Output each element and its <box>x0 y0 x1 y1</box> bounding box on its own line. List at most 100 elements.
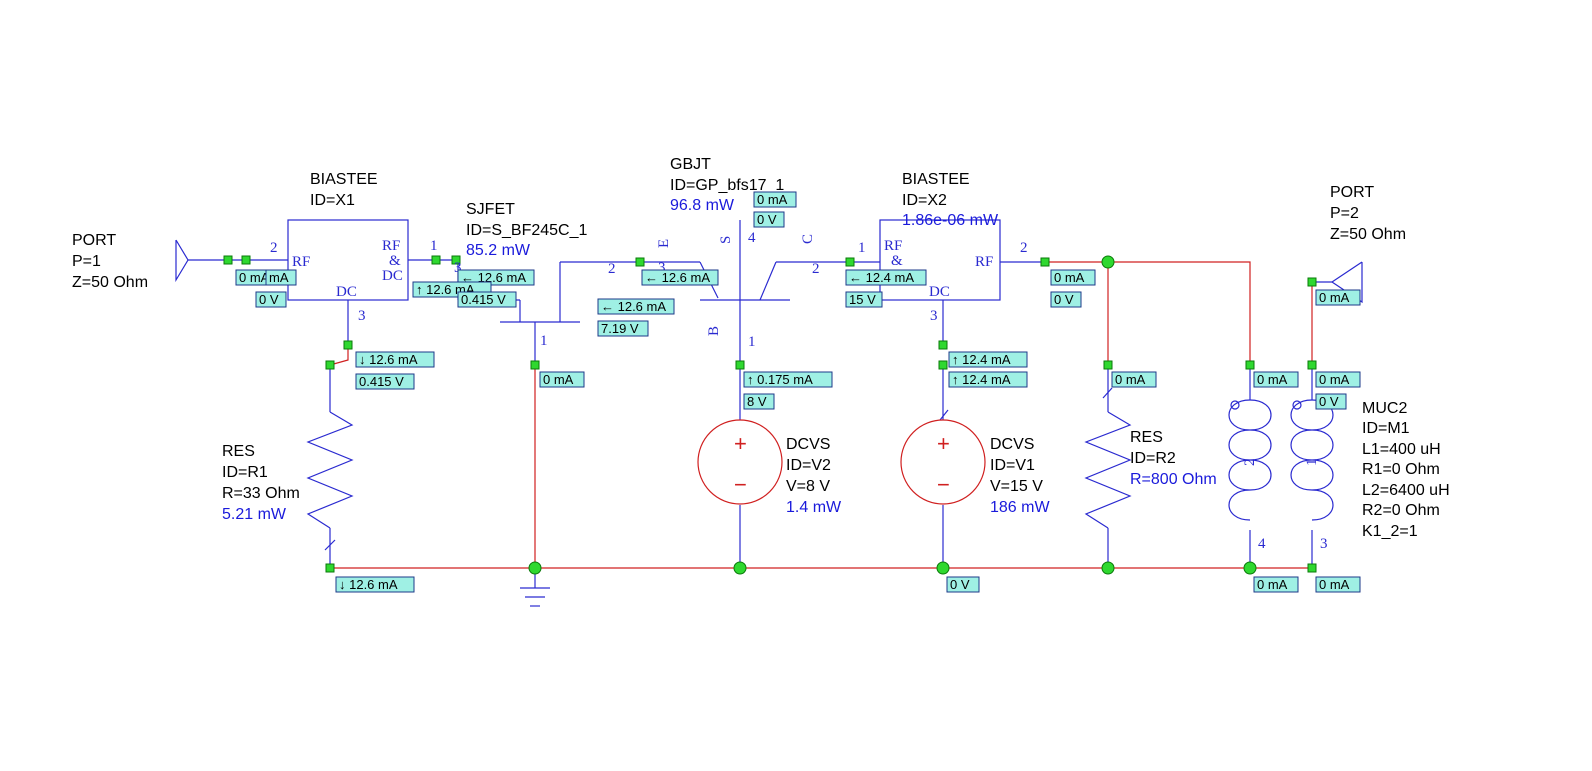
annotation-tag-text: ← 12.6 mA <box>461 270 526 285</box>
sjfet-label[interactable]: SJFET ID=S_BF245C_1 85.2 mW <box>466 201 588 259</box>
svg-text:RES: RES <box>222 443 255 460</box>
dcvs-v1-plus: + <box>937 431 950 456</box>
annotation-tag-bt2-dc-i2[interactable]: ↑ 12.4 mA <box>948 371 1028 388</box>
svg-text:5.21 mW: 5.21 mW <box>222 506 287 523</box>
annotation-tag-bt1-dc-i[interactable]: ↓ 12.6 mA <box>355 351 435 368</box>
svg-text:Z=50 Ohm: Z=50 Ohm <box>72 274 148 291</box>
port1-label[interactable]: PORT P=1 Z=50 Ohm <box>72 232 148 291</box>
svg-text:L1=400 uH: L1=400 uH <box>1362 441 1441 458</box>
dcvs-v1-minus: − <box>937 472 950 497</box>
annotation-tag-p2-i[interactable]: 0 mA <box>1315 289 1361 306</box>
svg-text:DCVS: DCVS <box>990 436 1034 453</box>
svg-text:K1_2=1: K1_2=1 <box>1362 523 1418 540</box>
svg-text:85.2 mW: 85.2 mW <box>466 242 531 259</box>
svg-text:ID=V1: ID=V1 <box>990 457 1035 474</box>
svg-text:PORT: PORT <box>1330 184 1374 201</box>
svg-text:R2=0 Ohm: R2=0 Ohm <box>1362 502 1440 519</box>
annotation-tag-box <box>1253 576 1299 593</box>
annotation-tag-bt1-rf-i[interactable]: ← 12.6 mA <box>457 269 535 286</box>
annotation-tag-bjt-b-v[interactable]: 8 V <box>743 393 775 410</box>
annotation-tag-text: 0 mA <box>1319 372 1350 387</box>
annotation-tag-text: 7.19 V <box>601 321 639 336</box>
annotation-tag-box <box>1253 371 1299 388</box>
inductor-coils-symbol <box>1228 399 1334 521</box>
annotation-tag-text: 0 mA <box>1115 372 1146 387</box>
annotation-tag-text: 0 mA <box>1319 290 1350 305</box>
bt2-pin-2: 2 <box>1020 240 1028 256</box>
annotation-tag-text: 0 V <box>1054 292 1074 307</box>
svg-text:BIASTEE: BIASTEE <box>310 171 378 188</box>
bt1-pin-rfdc2: & <box>389 253 401 269</box>
dcvs-v2-plus: + <box>734 431 747 456</box>
annotation-tag-box <box>753 211 785 228</box>
annotation-tag-text: ↓ 12.6 mA <box>359 352 418 367</box>
annotation-tag-text: ← 12.4 mA <box>849 270 914 285</box>
annotation-tag-text: 0 V <box>1319 394 1339 409</box>
annotation-tag-box <box>1315 371 1361 388</box>
annotation-tag-bjt-b-i[interactable]: ↑ 0.175 mA <box>743 371 833 388</box>
svg-text:ID=GP_bfs17_1: ID=GP_bfs17_1 <box>670 177 784 194</box>
annotation-tag-box <box>1050 269 1096 286</box>
bjt-pin-3: 3 <box>658 260 666 276</box>
annotation-tag-r2-i[interactable]: 0 mA <box>1111 371 1157 388</box>
blue-wires <box>175 219 1363 607</box>
annotation-tag-m-2-i[interactable]: 0 mA <box>1253 371 1299 388</box>
annotation-tag-box <box>1315 289 1361 306</box>
dcvs2-label[interactable]: DCVS ID=V2 V=8 V 1.4 mW <box>786 436 842 516</box>
annotation-tag-bt2-dc-i[interactable]: ↑ 12.4 mA <box>948 351 1028 368</box>
annotation-tag-jfet-g[interactable]: 0 mA <box>539 371 585 388</box>
bt2-pin-rfdc2: & <box>891 253 903 269</box>
res1-label[interactable]: RES ID=R1 R=33 Ohm 5.21 mW <box>222 443 300 523</box>
res2-label[interactable]: RES ID=R2 R=800 Ohm <box>1130 429 1217 488</box>
muc2-label[interactable]: MUC2 ID=M1 L1=400 uH R1=0 Ohm L2=6400 uH… <box>1362 400 1450 540</box>
annotation-tag-box <box>753 191 797 208</box>
svg-text:DCVS: DCVS <box>786 436 830 453</box>
gbjt-label[interactable]: GBJT ID=GP_bfs17_1 96.8 mW <box>670 156 784 214</box>
annotation-tag-box <box>457 269 535 286</box>
svg-text:PORT: PORT <box>72 232 116 249</box>
annotation-tag-bjt-c-v[interactable]: 15 V <box>845 291 883 308</box>
bjt-pin-b: B <box>706 326 722 336</box>
annotation-tag-m-1-i[interactable]: 0 mA <box>1315 371 1361 388</box>
annotation-tag-box <box>845 291 883 308</box>
annotation-tag-bjt-s-i[interactable]: 0 mA <box>753 191 797 208</box>
annotation-tag-gnd-v[interactable]: 0 V <box>946 576 980 593</box>
bjt-pin-e: E <box>656 239 672 248</box>
annotation-tag-p1-v[interactable]: 0 V <box>255 291 287 308</box>
annotation-tag-m-1-v[interactable]: 0 V <box>1315 393 1347 410</box>
biastee2-label[interactable]: BIASTEE ID=X2 1.86e-06 mW <box>902 171 999 229</box>
annotation-tag-bt1-rf-v[interactable]: 0.415 V <box>457 291 517 308</box>
dcvs1-label[interactable]: DCVS ID=V1 V=15 V 186 mW <box>990 436 1050 516</box>
annotation-tag-text: ↑ 12.4 mA <box>952 352 1011 367</box>
annotation-tag-bt1-dc-v[interactable]: 0.415 V <box>355 373 415 390</box>
annotation-tag-jfet-d-i2[interactable]: ← 12.6 mA <box>597 298 675 315</box>
annotation-tag-box <box>355 373 415 390</box>
annotation-tag-m-3-i[interactable]: 0 mA <box>1315 576 1361 593</box>
annotation-tag-text: 0 V <box>950 577 970 592</box>
annotation-tag-bt2-rf-v[interactable]: 0 V <box>1050 291 1082 308</box>
annotation-tag-box <box>641 269 719 286</box>
bt1-pin-rfdc3: DC <box>382 268 403 284</box>
bjt-pin-4: 4 <box>748 230 756 246</box>
annotation-tag-bjt-s-v[interactable]: 0 V <box>753 211 785 228</box>
muc-pin-1: 1 <box>1304 459 1320 467</box>
annotation-tag-text: 0 mA <box>239 270 270 285</box>
biastee1-label[interactable]: BIASTEE ID=X1 <box>310 171 378 209</box>
annotation-tag-text: 0.415 V <box>359 374 404 389</box>
annotation-tag-text: ← 12.6 mA <box>645 270 710 285</box>
bt2-pin-dc-top: DC <box>929 284 950 300</box>
annotation-tag-text: 0 V <box>757 212 777 227</box>
annotation-tag-m-4-i[interactable]: 0 mA <box>1253 576 1299 593</box>
annotation-tag-p1-b[interactable]: mA <box>265 269 297 286</box>
annotation-tag-r1-bot-i[interactable]: ↓ 12.6 mA <box>335 576 415 593</box>
port2-label[interactable]: PORT P=2 Z=50 Ohm <box>1330 184 1406 243</box>
svg-text:186 mW: 186 mW <box>990 499 1050 516</box>
bt2-pin-rf: RF <box>975 254 993 270</box>
red-wires <box>329 261 1313 569</box>
annotation-tag-jfet-d-v[interactable]: 7.19 V <box>597 320 649 337</box>
dcvs-v2-symbol: + − <box>697 419 783 505</box>
annotation-tag-jfet-d-i[interactable]: ← 12.6 mA <box>641 269 719 286</box>
annotation-tag-bt2-rf-i[interactable]: 0 mA <box>1050 269 1096 286</box>
annotation-tag-bjt-c-i[interactable]: ← 12.4 mA <box>845 269 927 286</box>
